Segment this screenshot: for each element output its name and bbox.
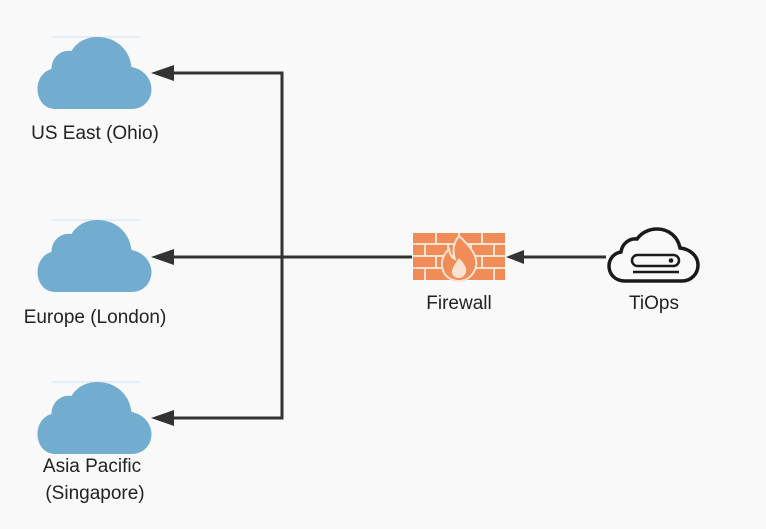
node-firewall[interactable] xyxy=(413,233,505,283)
label-firewall: Firewall xyxy=(426,293,492,314)
label-us-east: US East (Ohio) xyxy=(31,123,159,144)
cloud-icon xyxy=(37,382,152,454)
node-us-east[interactable] xyxy=(37,36,152,109)
cloud-icon xyxy=(37,37,152,109)
node-europe[interactable] xyxy=(37,219,152,292)
label-asia-pacific-line1: Asia Pacific xyxy=(42,456,142,477)
arrowhead-us-east xyxy=(151,65,174,81)
edges xyxy=(151,65,606,426)
node-asia-pacific[interactable] xyxy=(37,381,152,454)
label-asia-pacific-line2: (Singapore) xyxy=(45,483,145,504)
arrowhead-asia-pacific xyxy=(151,410,174,426)
firewall-icon xyxy=(413,233,505,283)
label-tiops: TiOps xyxy=(629,293,679,314)
cloud-server-icon xyxy=(607,227,700,283)
label-europe: Europe (London) xyxy=(23,307,167,328)
node-tiops[interactable] xyxy=(607,227,700,283)
cloud-icon xyxy=(37,220,152,292)
arrowhead-firewall xyxy=(506,250,524,264)
arrowhead-europe xyxy=(151,249,174,265)
